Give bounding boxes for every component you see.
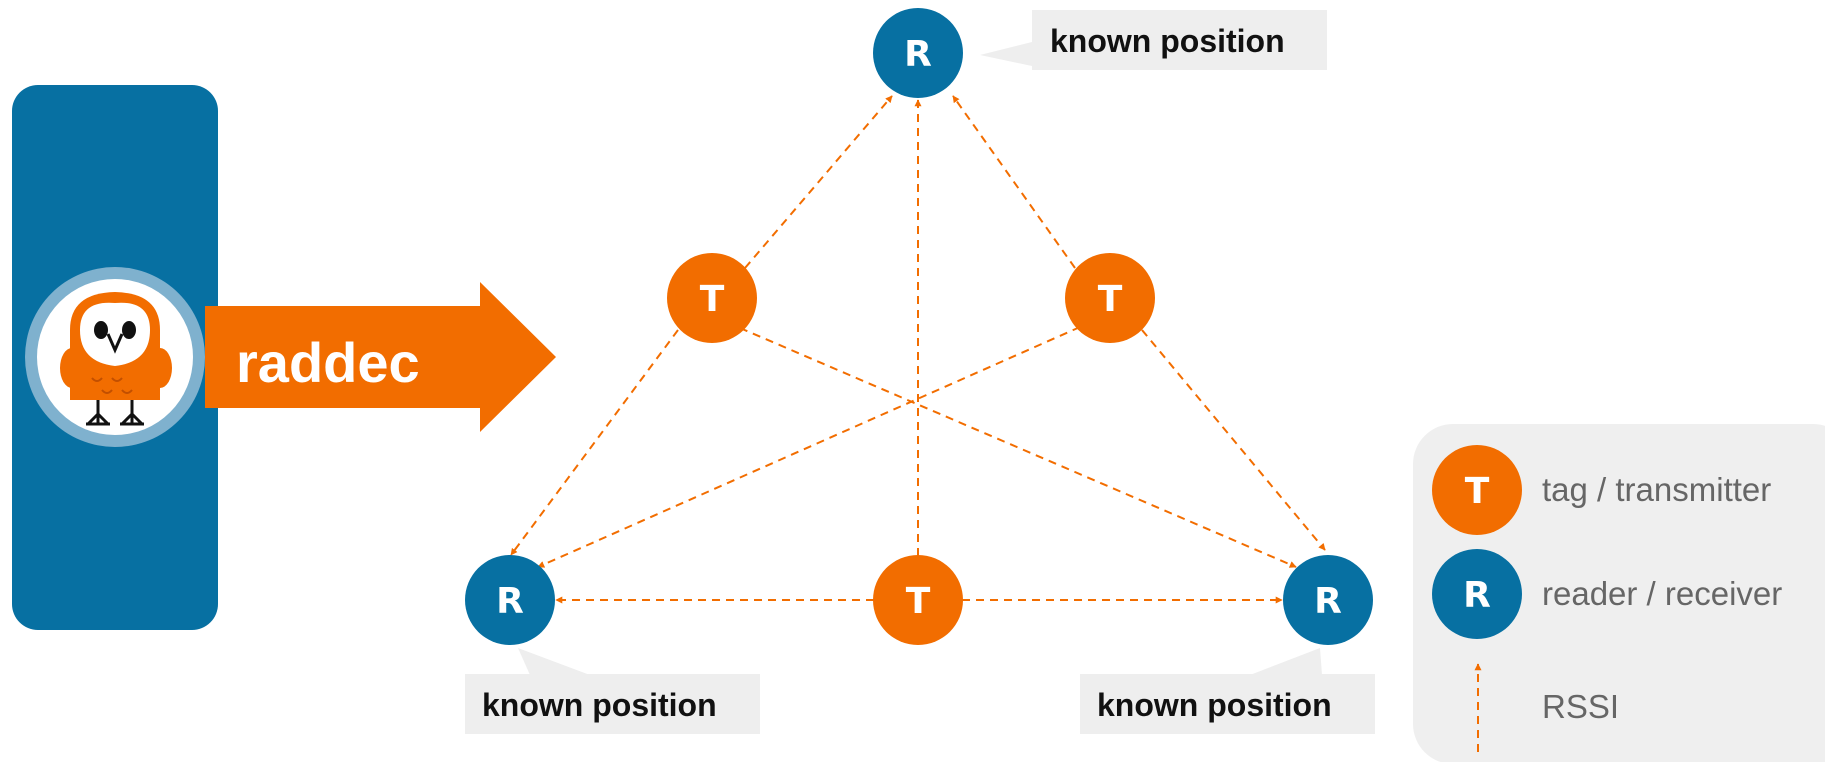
reader-node-bottom-right: R — [1283, 555, 1373, 645]
raddec-label: raddec — [236, 331, 420, 394]
legend: T tag / transmitter R reader / receiver … — [1413, 424, 1825, 762]
tag-node-bottom-label: T — [906, 581, 931, 622]
rssi-link — [510, 329, 679, 556]
reader-node-top-label: R — [904, 34, 932, 75]
legend-reader-letter: R — [1463, 575, 1491, 616]
raddec-arrow: raddec — [205, 282, 556, 432]
reader-node-top: R — [873, 8, 963, 98]
legend-tag-label: tag / transmitter — [1542, 471, 1771, 508]
tag-node-left: T — [667, 253, 757, 343]
reader-node-bottom-right-label: R — [1314, 581, 1342, 622]
callout-top: known position — [980, 10, 1327, 70]
right-arrow-icon — [205, 282, 556, 432]
legend-tag-entry: T tag / transmitter — [1432, 445, 1771, 535]
callout-bottom-left: known position — [465, 648, 760, 734]
callout-top-label: known position — [1050, 23, 1285, 59]
legend-reader-entry: R reader / receiver — [1432, 549, 1782, 639]
rssi-link — [1141, 329, 1326, 551]
callout-bottom-right: known position — [1080, 648, 1375, 734]
reader-node-bottom-left-label: R — [496, 581, 524, 622]
callout-bottom-right-label: known position — [1097, 687, 1332, 723]
reader-node-bottom-left: R — [465, 555, 555, 645]
tag-node-bottom: T — [873, 555, 963, 645]
rssi-link — [537, 326, 1081, 568]
rssi-link — [739, 327, 1297, 568]
legend-reader-label: reader / receiver — [1542, 575, 1782, 612]
rssi-link — [744, 95, 893, 269]
rssi-links — [510, 95, 1326, 604]
tag-node-right-label: T — [1098, 279, 1123, 320]
legend-rssi-label: RSSI — [1542, 688, 1619, 725]
rssi-link — [952, 95, 1076, 269]
barn-owl-icon — [25, 267, 205, 447]
tag-node-left-label: T — [700, 279, 725, 320]
legend-tag-letter: T — [1465, 471, 1490, 512]
callout-bottom-left-label: known position — [482, 687, 717, 723]
legend-rssi-entry: RSSI — [1474, 663, 1619, 752]
tag-node-right: T — [1065, 253, 1155, 343]
